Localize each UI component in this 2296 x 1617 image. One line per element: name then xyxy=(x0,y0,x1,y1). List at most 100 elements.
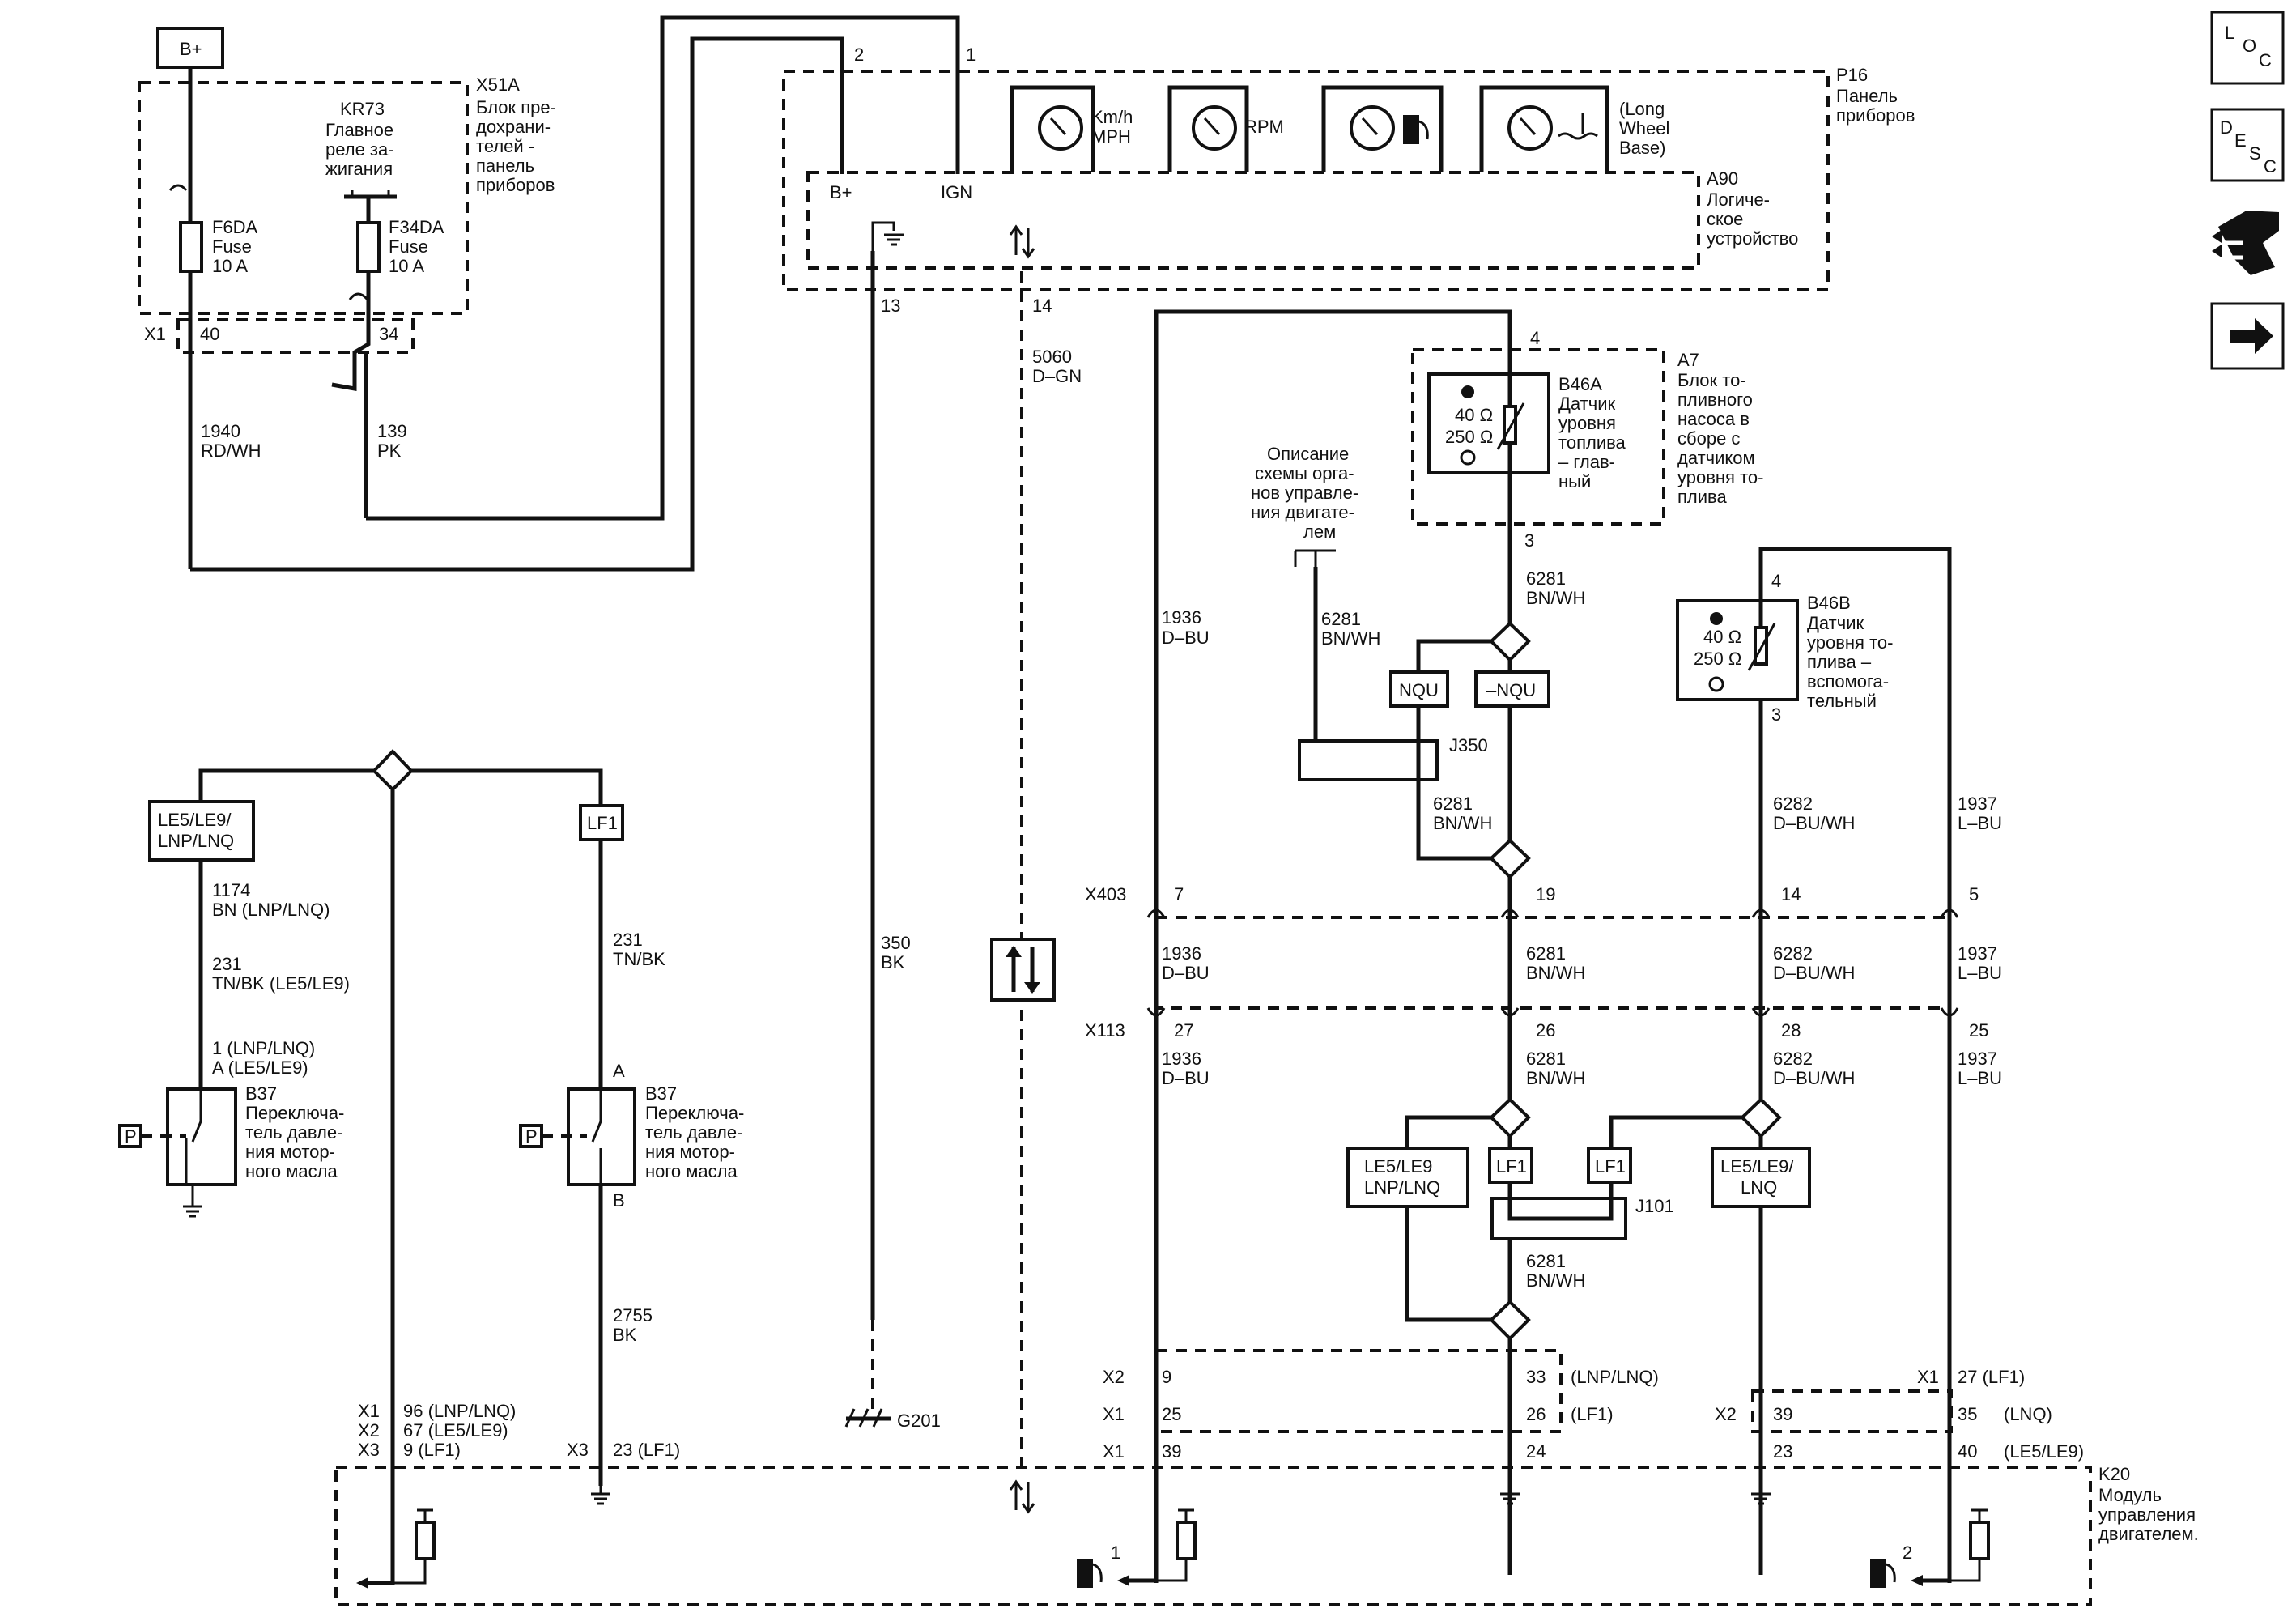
b37-1-desc-1: Переключа- xyxy=(245,1103,344,1123)
w6281-color-4: BN/WH xyxy=(1526,1068,1585,1088)
kr73-desc-3: жигания xyxy=(325,159,393,179)
w1174-num: 1174 xyxy=(212,880,250,900)
x51a-desc-5: приборов xyxy=(476,175,555,195)
option-lf1-b xyxy=(1587,1147,1632,1184)
option-minus-nqu xyxy=(1474,670,1550,708)
a90-ign: IGN xyxy=(941,182,972,202)
gauge-speedometer xyxy=(1010,85,1095,172)
connector-ends xyxy=(1146,908,1959,1017)
f6da-2: Fuse xyxy=(212,236,252,257)
k20-pin-96: 96 (LNP/LNQ) xyxy=(403,1401,516,1421)
a7-desc-7: плива xyxy=(1677,487,1727,507)
option-le-lnp-1: LE5/LE9 xyxy=(1364,1156,1432,1177)
w6281-num-5: 6281 xyxy=(1526,1251,1566,1271)
svg-text:P: P xyxy=(125,1126,137,1147)
k20-x3-left: X3 xyxy=(358,1440,380,1460)
g201-label: G201 xyxy=(897,1411,941,1431)
fuse-tap xyxy=(168,184,188,192)
w6281-num-eng: 6281 xyxy=(1321,609,1361,629)
b37-pin-a: A xyxy=(613,1061,625,1081)
w6282-color-2: D–BU/WH xyxy=(1773,963,1855,983)
k20-opt-le5-le9: (LE5/LE9) xyxy=(2004,1441,2084,1462)
gauge-coolant xyxy=(1479,85,1609,172)
wire-to-bplus xyxy=(190,36,844,572)
w139-num: 139 xyxy=(377,421,407,441)
b37-2-desc-4: ного масла xyxy=(645,1161,738,1181)
wire-6281-engine xyxy=(1313,567,1423,764)
engine-ref-5: лем xyxy=(1303,521,1336,542)
k20-opt-lf1: (LF1) xyxy=(1571,1404,1614,1424)
b37-1-desc-3: ния мотор- xyxy=(245,1142,335,1162)
x51a-desc-4: панель xyxy=(476,155,534,176)
x403-pin-5: 5 xyxy=(1969,884,1979,904)
w1937-color-3: L–BU xyxy=(1958,1068,2002,1088)
k20-pin-39a: 39 xyxy=(1162,1441,1181,1462)
b37-2-desc-2: тель давле- xyxy=(645,1122,742,1143)
ecm-k20 xyxy=(334,1466,2092,1606)
k20-x1-a: X1 xyxy=(1103,1404,1125,1424)
option-le-lnp-2: LNP/LNQ xyxy=(1364,1177,1440,1198)
k20-pin-26: 26 xyxy=(1526,1404,1546,1424)
connector-icon[interactable] xyxy=(2212,211,2279,275)
w6282-num-3: 6282 xyxy=(1773,1049,1813,1069)
splice-4 xyxy=(1740,1097,1782,1138)
w1936-color-2: D–BU xyxy=(1162,963,1210,983)
ecm-input-left xyxy=(356,1508,436,1589)
fuel-2-label: 2 xyxy=(1903,1543,1912,1563)
w350-color: BK xyxy=(881,952,905,972)
j350-label: J350 xyxy=(1449,735,1488,755)
b46b-desc-5: тельный xyxy=(1807,691,1877,711)
a90-desc-3: устройство xyxy=(1707,228,1798,249)
splice-2 xyxy=(1489,838,1531,879)
k20-desc-2: управления xyxy=(2098,1504,2196,1525)
p16-desc-2: приборов xyxy=(1836,105,1915,126)
option-le-lnp-top-1: LE5/LE9/ xyxy=(158,810,232,830)
battery-label: B+ xyxy=(180,39,202,59)
desc-button[interactable]: D E S C xyxy=(2210,108,2285,182)
w1940-num: 1940 xyxy=(201,421,240,441)
next-page-button[interactable] xyxy=(2210,302,2285,370)
engine-ref-3: нов управле- xyxy=(1251,483,1358,503)
fuse-f34da xyxy=(356,221,381,273)
connector-x1-fuse xyxy=(176,318,415,354)
a7-ref: A7 xyxy=(1677,350,1699,370)
w6281-color-1: BN/WH xyxy=(1526,588,1585,608)
sensor-b46b xyxy=(1676,599,1799,701)
option-le-lnq xyxy=(1711,1147,1811,1208)
b46b-desc-1: Датчик xyxy=(1807,613,1864,633)
pin-3b: 3 xyxy=(1771,704,1781,725)
p16-desc-1: Панель xyxy=(1836,86,1898,106)
k20-pin-35: 35 xyxy=(1958,1404,1977,1424)
rheostat-icon-b xyxy=(1754,626,1768,666)
w139-color: PK xyxy=(377,440,402,461)
svg-text:S: S xyxy=(2249,143,2261,164)
b37-2-desc-1: Переключа- xyxy=(645,1103,744,1123)
option-minus-nqu-text: –NQU xyxy=(1486,680,1536,700)
a7-desc-1: Блок то- xyxy=(1677,370,1746,390)
gauge-tachometer xyxy=(1167,85,1249,172)
w1936-num-1: 1936 xyxy=(1162,607,1201,628)
kr73-desc-1: Главное xyxy=(325,120,393,140)
w1937-num-2: 1937 xyxy=(1958,943,1997,964)
f34da-1: F34DA xyxy=(389,217,444,237)
a90-ref: A90 xyxy=(1707,168,1738,189)
internal-ground xyxy=(871,221,895,251)
pin-40: 40 xyxy=(200,324,219,344)
f6da-3: 10 A xyxy=(212,256,248,276)
a90-desc-2: ское xyxy=(1707,209,1743,229)
option-nqu-text: NQU xyxy=(1399,680,1439,700)
x51a-ref: X51A xyxy=(476,74,520,95)
b37-2-desc-3: ния мотор- xyxy=(645,1142,735,1162)
k20-x2-b: X2 xyxy=(1715,1404,1737,1424)
engine-ref-2: схемы орга- xyxy=(1255,463,1354,483)
w6281-color-3: BN/WH xyxy=(1526,963,1585,983)
pin-1: 1 xyxy=(966,45,976,65)
w6281-num-2: 6281 xyxy=(1433,794,1473,814)
empty-indicator-icon xyxy=(1460,449,1476,466)
gauge-coolant-2: Wheel xyxy=(1619,118,1669,138)
loc-button[interactable]: L O C xyxy=(2210,11,2285,85)
k20-opt-lnq: (LNQ) xyxy=(2004,1404,2052,1424)
k20-pin-40: 40 xyxy=(1958,1441,1977,1462)
engine-ref-4: ния двигате- xyxy=(1251,502,1354,522)
gauge-kmh-1: Km/h xyxy=(1091,107,1133,127)
